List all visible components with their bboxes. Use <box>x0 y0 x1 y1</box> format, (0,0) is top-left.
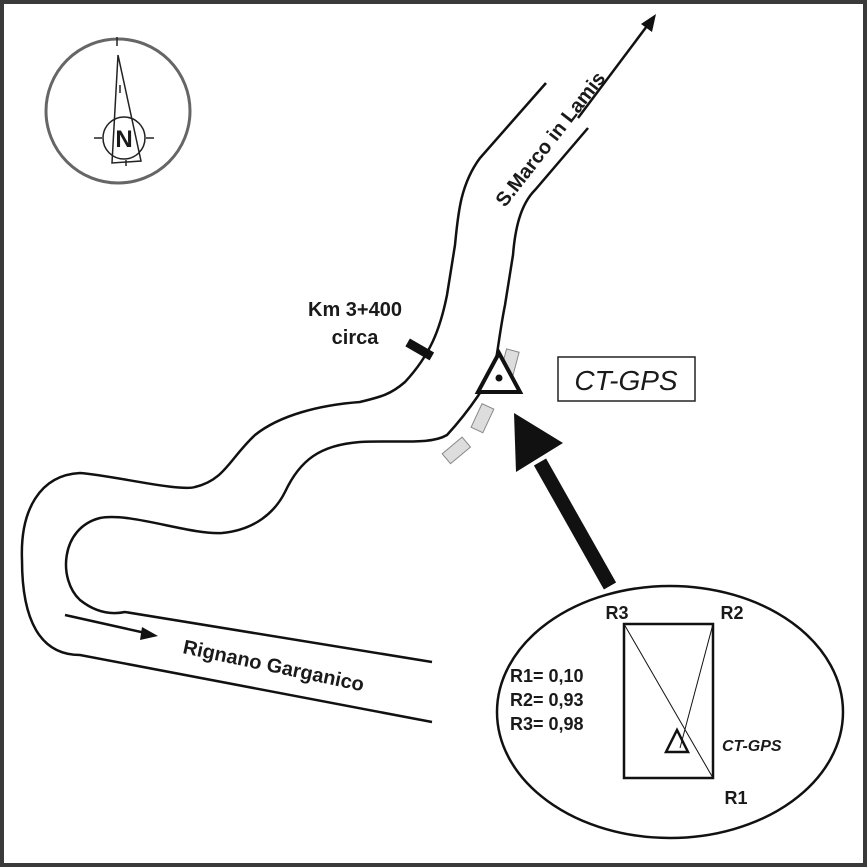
inset-diagonal <box>623 623 714 779</box>
road-edge-east <box>64 127 589 664</box>
vehicles <box>441 348 520 465</box>
compass-north-label: N <box>115 126 132 153</box>
station-label: CT-GPS <box>574 365 678 396</box>
inset-ratio-r3: R3= 0,98 <box>510 714 584 734</box>
road-edge-west <box>20 82 547 724</box>
north-direction-arrowhead-icon <box>641 14 656 32</box>
inset-ratio-r1: R1= 0,10 <box>510 666 584 686</box>
inset-corner-r3: R3 <box>605 603 628 623</box>
inset-corner-r1: R1 <box>724 788 747 808</box>
south-direction-line <box>64 613 151 636</box>
inset-rectangle <box>622 622 715 780</box>
km-marker-sublabel: circa <box>332 327 380 349</box>
inset-station-label: CT-GPS <box>722 738 782 755</box>
km-marker-label: Km 3+400 <box>308 299 402 321</box>
inset-detail: R3 R2 R1 R1= 0,10 R2= 0,93 R3= 0,98 CT-G… <box>495 584 845 840</box>
triangle-station-icon <box>474 348 524 394</box>
road <box>20 82 589 724</box>
vehicle <box>470 403 495 434</box>
vehicle <box>441 436 472 465</box>
south-destination-label: Rignano Garganico <box>181 636 366 696</box>
north-direction-line <box>577 21 651 119</box>
inset-ratio-r2: R2= 0,93 <box>510 690 584 710</box>
north-arrow-icon <box>94 37 154 166</box>
station-label-box <box>557 356 696 402</box>
inset-station-icon <box>663 727 691 754</box>
compass-rose: N <box>44 37 192 185</box>
inset-corner-r2: R2 <box>720 603 743 623</box>
north-destination-label: S.Marco in Lamis <box>492 68 611 211</box>
inset-line-r2 <box>679 623 714 749</box>
south-direction-arrowhead-icon <box>140 627 158 640</box>
pointer-arrow-shaft <box>533 458 617 590</box>
compass-ring <box>44 37 192 185</box>
km-marker-post <box>405 338 435 361</box>
inset-ellipse <box>495 584 845 840</box>
pointer-arrowhead-icon <box>514 413 563 472</box>
